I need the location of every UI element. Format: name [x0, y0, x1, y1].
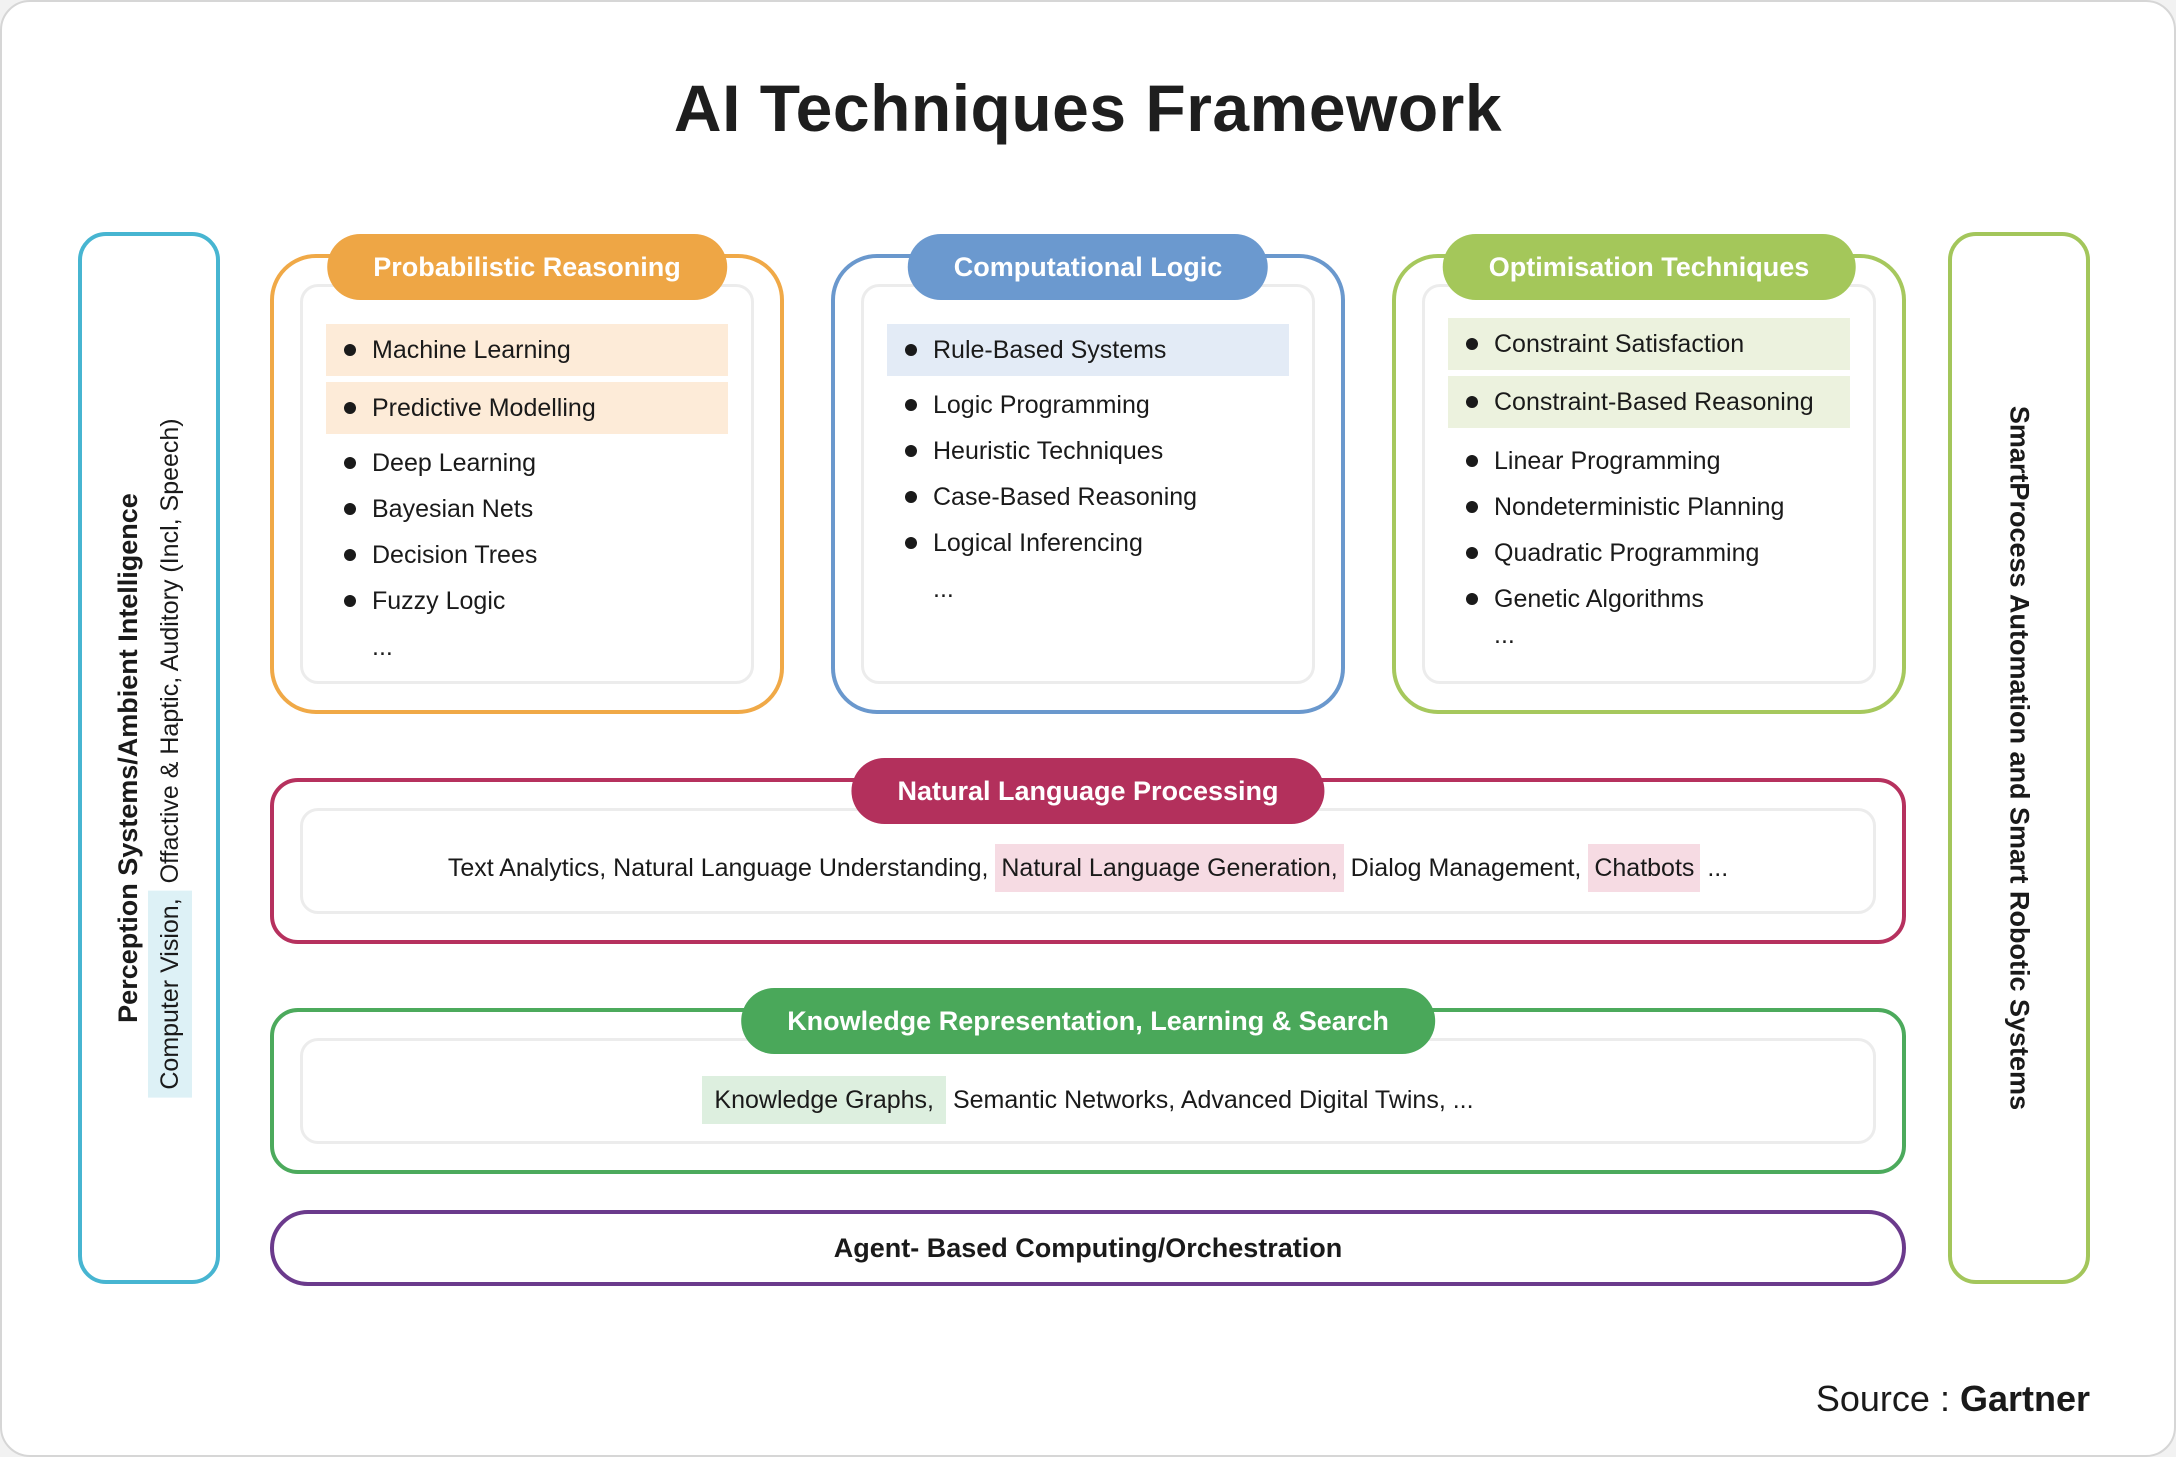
perception-systems-subtitle: Computer Vision, Offactive & Haptic, Aud… — [148, 418, 192, 1098]
nlp-text-2: Dialog Management, — [1343, 854, 1589, 882]
probabilistic-reasoning-box: Probabilistic Reasoning Machine Learning… — [270, 234, 784, 714]
list-item-logic-programming: Logic Programming — [887, 382, 1289, 428]
computational-logic-header: Computational Logic — [907, 234, 1269, 300]
optimisation-techniques-header: Optimisation Techniques — [1442, 234, 1856, 300]
optimisation-list: Constraint Satisfaction Constraint-Based… — [1448, 318, 1850, 648]
nlp-text-1: Text Analytics, Natural Language Underst… — [447, 854, 996, 882]
nlp-text-3: ... — [1700, 854, 1729, 882]
list-item-deep-learning: Deep Learning — [326, 440, 728, 486]
perception-systems-title: Perception Systems/Ambient Intelligence — [113, 493, 143, 1023]
chatbots-highlight: Chatbots — [1588, 844, 1701, 892]
list-item-ellipsis: ... — [1494, 621, 1515, 649]
perception-systems-pillar: Perception Systems/Ambient Intelligence … — [78, 232, 220, 1284]
list-item-rule-based-systems: Rule-Based Systems — [887, 324, 1289, 376]
list-item-ellipsis: ... — [372, 633, 393, 661]
list-item-constraint-based-reasoning: Constraint-Based Reasoning — [1448, 376, 1850, 428]
knowledge-graphs-highlight: Knowledge Graphs, — [702, 1076, 947, 1124]
perception-systems-label-group: Perception Systems/Ambient Intelligence … — [113, 418, 192, 1098]
smart-process-pillar: SmartProcess Automation and Smart Roboti… — [1948, 232, 2090, 1284]
list-item-genetic-algorithms: Genetic Algorithms — [1448, 576, 1850, 622]
list-item-bayesian-nets: Bayesian Nets — [326, 486, 728, 532]
source-prefix: Source : — [1815, 1378, 1960, 1419]
probabilistic-list: Machine Learning Predictive Modelling De… — [326, 324, 728, 670]
list-item-machine-learning: Machine Learning — [326, 324, 728, 376]
computer-vision-highlight: Computer Vision, — [148, 890, 192, 1098]
computational-logic-box: Computational Logic Rule-Based Systems L… — [831, 234, 1345, 714]
optimisation-techniques-box: Optimisation Techniques Constraint Satis… — [1392, 234, 1906, 714]
list-item-logical-inferencing: Logical Inferencing — [887, 520, 1289, 566]
krl-techniques-line: Knowledge Graphs, Semantic Networks, Adv… — [274, 1076, 1902, 1124]
probabilistic-reasoning-header: Probabilistic Reasoning — [327, 234, 727, 300]
natural-language-processing-header: Natural Language Processing — [851, 758, 1325, 824]
perception-systems-subtitle-rest: Offactive & Haptic, Auditory (Incl, Spee… — [156, 418, 184, 891]
agent-based-computing-bar: Agent- Based Computing/Orchestration — [270, 1210, 1906, 1286]
list-item-constraint-satisfaction: Constraint Satisfaction — [1448, 318, 1850, 370]
list-item-case-based-reasoning: Case-Based Reasoning — [887, 474, 1289, 520]
list-item-quadratic-programming: Quadratic Programming — [1448, 530, 1850, 576]
list-item-decision-trees: Decision Trees — [326, 532, 728, 578]
list-item-predictive-modelling: Predictive Modelling — [326, 382, 728, 434]
source-credit: Source : Gartner — [1816, 1378, 2090, 1420]
list-item-ellipsis: ... — [933, 575, 954, 603]
nlg-highlight: Natural Language Generation, — [995, 844, 1344, 892]
list-item-nondeterministic-planning: Nondeterministic Planning — [1448, 484, 1850, 530]
source-brand: Gartner — [1959, 1378, 2090, 1419]
list-item-linear-programming: Linear Programming — [1448, 438, 1850, 484]
list-item-fuzzy-logic: Fuzzy Logic — [326, 578, 728, 624]
knowledge-representation-box: Knowledge Representation, Learning & Sea… — [270, 988, 1906, 1174]
knowledge-representation-header: Knowledge Representation, Learning & Sea… — [741, 988, 1435, 1054]
list-item-heuristic-techniques: Heuristic Techniques — [887, 428, 1289, 474]
page-title: AI Techniques Framework — [673, 71, 1503, 145]
smart-process-label: SmartProcess Automation and Smart Roboti… — [2004, 405, 2035, 1111]
krl-text-1: Semantic Networks, Advanced Digital Twin… — [946, 1086, 1474, 1114]
natural-language-processing-box: Natural Language Processing Text Analyti… — [270, 758, 1906, 944]
nlp-techniques-line: Text Analytics, Natural Language Underst… — [274, 844, 1902, 892]
computational-list: Rule-Based Systems Logic Programming Heu… — [887, 324, 1289, 612]
